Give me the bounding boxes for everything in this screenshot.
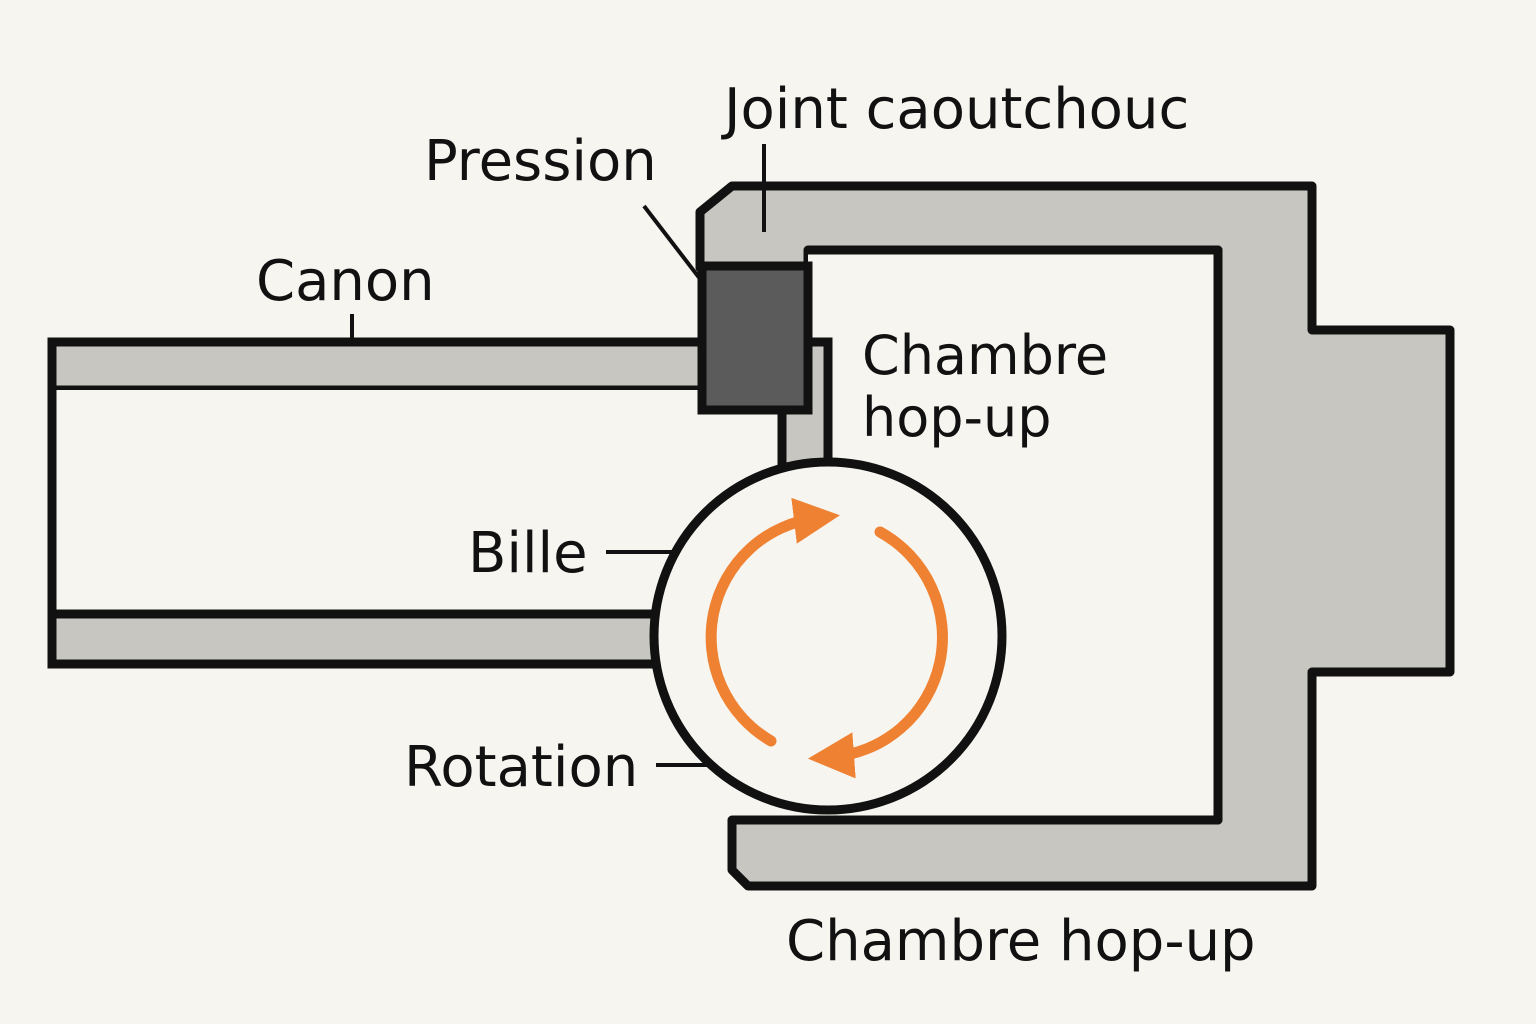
label-chambre-line1: Chambre xyxy=(862,324,1108,387)
label-joint-caoutchouc: Joint caoutchouc xyxy=(721,77,1189,142)
barrel-upper-wall xyxy=(47,337,713,395)
label-canon: Canon xyxy=(256,249,435,314)
barrel-lower-wall xyxy=(47,609,677,669)
hopup-chamber-interior-outline xyxy=(732,245,1223,825)
label-chambre-hopup-bottom: Chambre hop-up xyxy=(786,909,1256,974)
rubber-joint xyxy=(697,261,813,415)
barrel-bore xyxy=(52,390,708,612)
label-pression: Pression xyxy=(424,129,657,194)
label-chambre-line2: hop-up xyxy=(862,386,1052,449)
rotation-arrows-icon xyxy=(705,497,948,779)
label-bille: Bille xyxy=(468,521,588,586)
leader-pression xyxy=(642,204,706,286)
leader-lines xyxy=(350,144,766,767)
label-rotation: Rotation xyxy=(404,735,638,800)
